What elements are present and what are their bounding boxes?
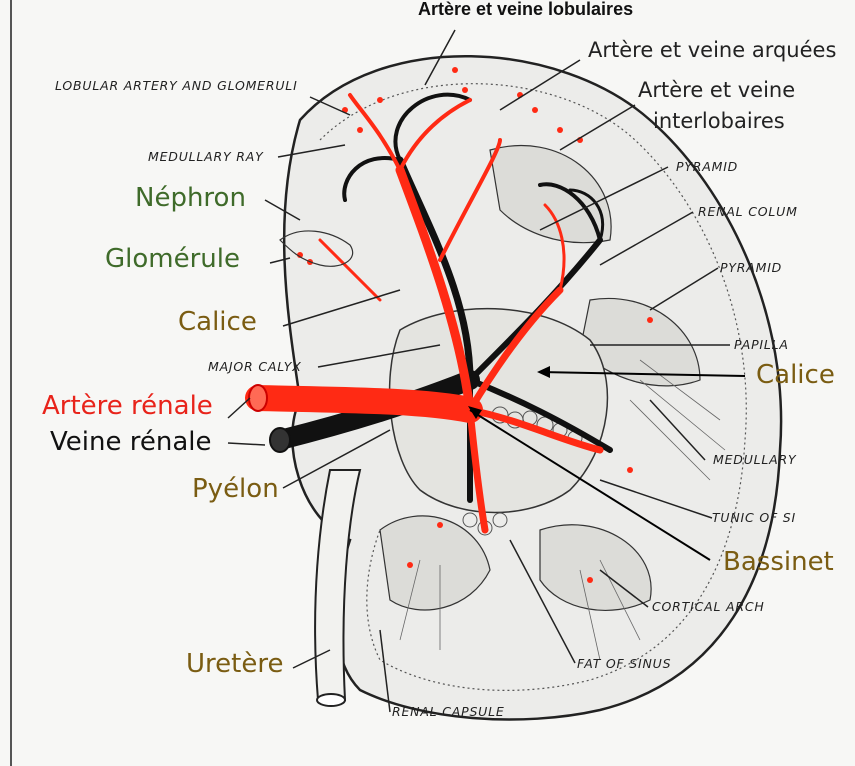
label-cortical-arch: CORTICAL ARCH	[652, 599, 765, 614]
label-calice-left: Calice	[178, 307, 257, 337]
label-renal-capsule: RENAL CAPSULE	[392, 704, 505, 719]
label-renal-column: RENAL COLUM	[698, 204, 798, 219]
label-medullary-ray: MEDULLARY RAY	[148, 149, 264, 164]
pyramid-right	[579, 298, 701, 387]
title-lobular-artery-vein: Artère et veine lobulaires	[418, 0, 634, 19]
left-border	[10, 0, 12, 766]
label-renal-artery: Artère rénale	[42, 391, 213, 421]
label-nephron: Néphron	[135, 183, 246, 213]
medullary-rays	[399, 359, 726, 661]
label-glomerule: Glomérule	[105, 244, 240, 274]
label-pyramid-2: PYRAMID	[720, 260, 783, 275]
label-uretere: Uretère	[186, 649, 284, 679]
calice-arrowhead	[537, 366, 550, 378]
label-bassinet: Bassinet	[723, 547, 834, 577]
bassinet-arrowhead	[468, 406, 482, 419]
arteries	[245, 93, 604, 534]
pyramid-upper	[489, 144, 612, 244]
cortex-inner	[319, 83, 747, 691]
label-medullary: MEDULLARY	[713, 452, 797, 467]
label-arcuate: Artère et veine arquées	[588, 38, 837, 62]
renal-vein-opening	[269, 427, 291, 453]
label-papilla: PAPILLA	[734, 337, 789, 352]
label-fat-of-sinus: FAT OF SINUS	[577, 656, 672, 671]
label-renal-vein: Veine rénale	[50, 427, 212, 457]
ureter-opening	[316, 693, 346, 707]
label-pyramid-1: PYRAMID	[676, 159, 739, 174]
leader-lines	[227, 29, 746, 713]
pyramid-lower-right	[539, 524, 652, 611]
label-interlobar-1: Artère et veine	[638, 78, 796, 102]
label-interlobar-2: interlobaires	[653, 109, 785, 133]
label-tunic: TUNIC OF SI	[712, 510, 796, 525]
nephron-sketch	[279, 230, 354, 267]
label-lobular-artery: LOBULAR ARTERY AND GLOMERULI	[55, 78, 298, 93]
pyramid-lower-left	[379, 515, 491, 611]
label-pyelon: Pyélon	[192, 474, 279, 504]
glomeruli	[297, 67, 653, 583]
renal-artery-opening	[248, 384, 268, 412]
label-major-calyx: MAJOR CALYX	[208, 359, 302, 374]
label-calice-right: Calice	[756, 360, 835, 390]
